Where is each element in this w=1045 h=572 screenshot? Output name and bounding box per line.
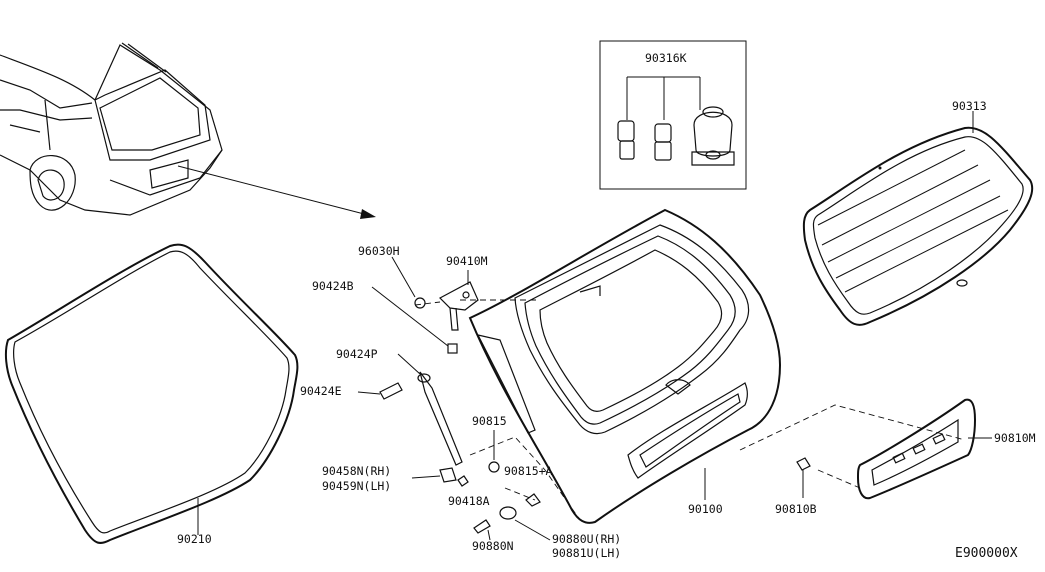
part-90424E-bolt <box>357 382 403 400</box>
part-90815A-clip <box>525 493 541 507</box>
label-90810B: 90810B <box>775 502 817 516</box>
label-90424E: 90424E <box>300 384 342 398</box>
label-90880U: 90880U(RH) <box>552 532 621 546</box>
label-90458N: 90458N(RH) <box>322 464 391 478</box>
part-90424P-stay <box>397 353 463 466</box>
part-96030H-nut <box>391 256 426 309</box>
part-90313-rear-glass <box>802 111 1034 326</box>
label-90815A: 90815+A <box>504 464 553 478</box>
label-90810M: 90810M <box>994 431 1036 445</box>
label-90410M: 90410M <box>446 254 488 268</box>
part-90316K-box <box>599 40 747 190</box>
label-90815: 90815 <box>472 414 507 428</box>
part-90880U-bumper <box>499 506 551 541</box>
part-90100-back-door <box>468 208 782 524</box>
label-90424B: 90424B <box>312 279 354 293</box>
label-90313: 90313 <box>952 99 987 113</box>
part-90810M-finisher <box>856 398 992 500</box>
part-90410M-hinge <box>439 270 479 331</box>
part-90418A-bolt <box>457 475 469 487</box>
pointer-arrow <box>177 165 376 219</box>
connector-lines <box>414 299 966 521</box>
part-90424B-nut <box>371 286 458 354</box>
vehicle-overview <box>0 42 223 216</box>
label-90418A: 90418A <box>448 494 490 508</box>
label-90424P: 90424P <box>336 347 378 361</box>
part-90210-weatherstrip <box>4 243 299 544</box>
part-90880N-screw <box>473 519 491 541</box>
label-90881U: 90881U(LH) <box>552 546 621 560</box>
label-90880N: 90880N <box>472 539 514 553</box>
part-90815-clip <box>488 430 500 473</box>
label-90210: 90210 <box>177 532 212 546</box>
label-90459N: 90459N(LH) <box>322 479 391 493</box>
part-90810B-nut <box>796 457 811 498</box>
label-90100: 90100 <box>688 502 723 516</box>
label-90316K: 90316K <box>645 51 687 65</box>
part-90458N-bracket <box>411 467 457 483</box>
diagram-code: E900000X <box>955 546 1018 561</box>
part-labels: 90316K 90313 96030H 90410M 90424B 90424P… <box>177 51 1036 561</box>
label-96030H: 96030H <box>358 244 400 258</box>
